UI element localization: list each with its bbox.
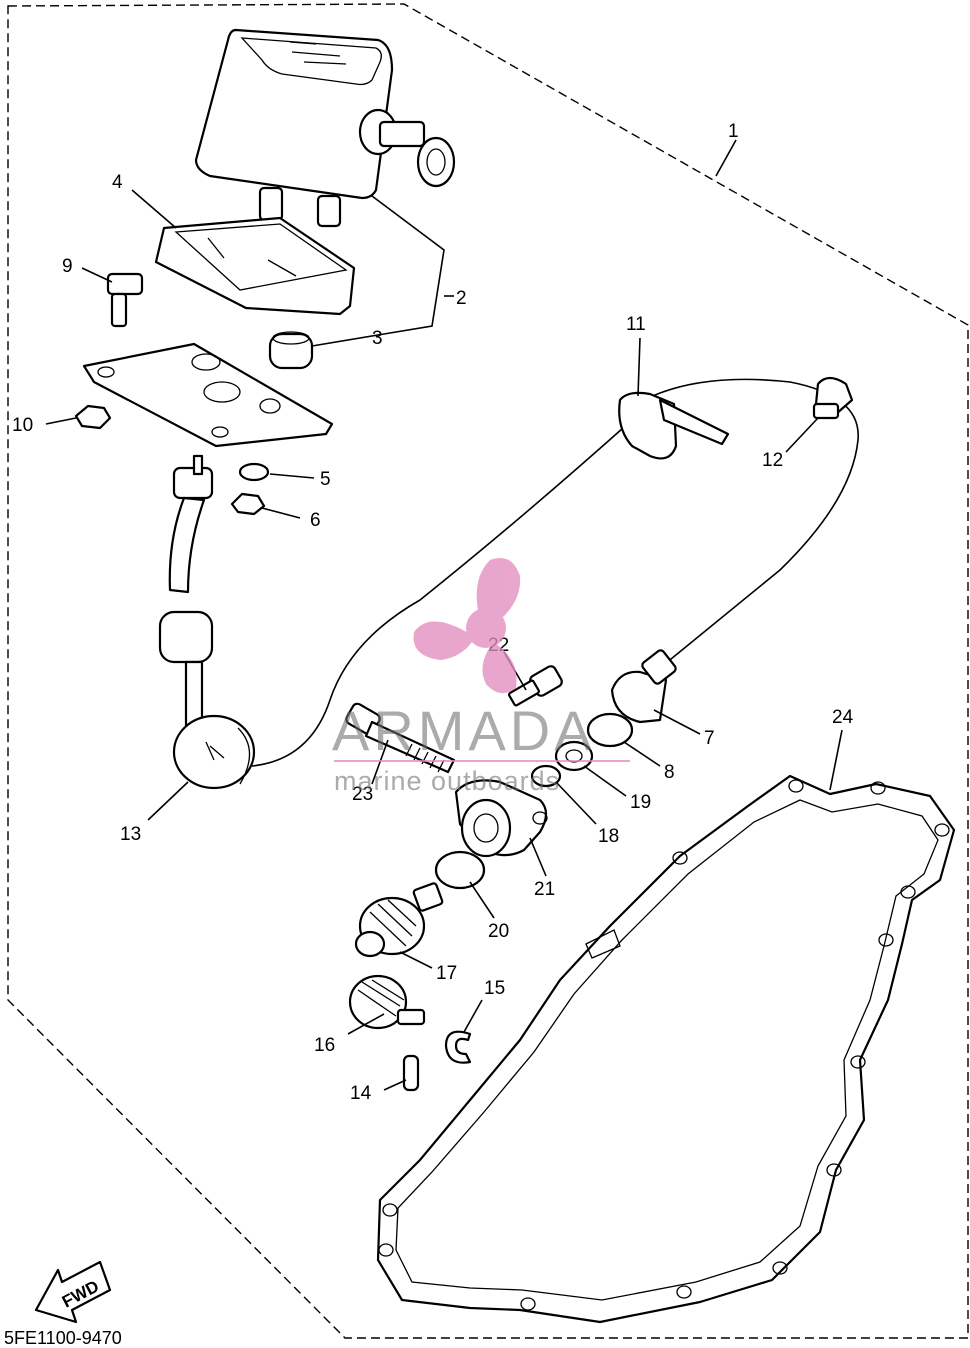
callout-13: 13 [120,824,141,845]
callout-14: 14 [350,1083,372,1104]
leader-lines [45,139,843,1091]
callout-labels: 1 2 3 4 5 6 7 8 9 10 11 12 13 14 15 16 1… [12,121,854,1104]
washer [238,462,270,482]
nut-small [230,492,266,516]
callout-19: 19 [630,792,651,813]
meter-stay-plate [82,342,334,448]
callout-24: 24 [832,707,854,728]
damper [268,331,314,370]
oil-seal [554,740,594,772]
bolt-23 [345,702,456,774]
callout-5: 5 [320,469,331,490]
callout-6: 6 [310,510,321,531]
callout-7: 7 [704,728,715,749]
o-ring [586,712,634,748]
watermark-logo: ARMADA marine outboards [332,558,630,796]
assembly-boundary [7,3,969,1339]
callout-11: 11 [626,314,646,335]
bolt [106,272,144,328]
callout-4: 4 [112,172,123,193]
cover-gasket [376,774,956,1324]
o-ring-20 [434,850,486,890]
callout-3: 3 [372,328,383,349]
drawing-code: 5FE1100-9470 [4,1328,122,1348]
cable-clip [812,376,854,420]
callout-9: 9 [62,256,73,277]
watermark-rule [334,760,630,762]
speedometer-head [194,28,456,228]
callout-18: 18 [598,826,619,847]
watermark-brand: ARMADA [332,699,596,762]
callout-8: 8 [664,762,675,783]
callout-15: 15 [484,978,505,999]
callout-17: 17 [436,963,457,984]
callout-23: 23 [352,784,373,805]
pin [402,1054,420,1092]
callout-16: 16 [314,1035,335,1056]
propeller-icon [413,558,521,694]
speedometer-cable [158,378,859,790]
watermark-tagline: marine outboards [334,766,560,796]
callout-1: 1 [728,121,739,142]
cable-gear-fitting [610,649,677,724]
bolt-22 [508,665,563,707]
callout-10: 10 [12,415,33,436]
callout-20: 20 [488,921,509,942]
forward-direction-arrow: FWD [34,1260,112,1324]
callout-12: 12 [762,450,783,471]
circlip [444,1030,472,1064]
callout-2: 2 [456,288,467,309]
callout-21: 21 [534,879,555,900]
thrust-washer [530,764,562,788]
nut [74,404,112,430]
driven-gear [348,974,426,1030]
meter-damper-bracket [154,216,356,316]
cable-clamp [618,391,730,460]
drive-gear [354,882,444,958]
gear-housing [454,779,548,858]
